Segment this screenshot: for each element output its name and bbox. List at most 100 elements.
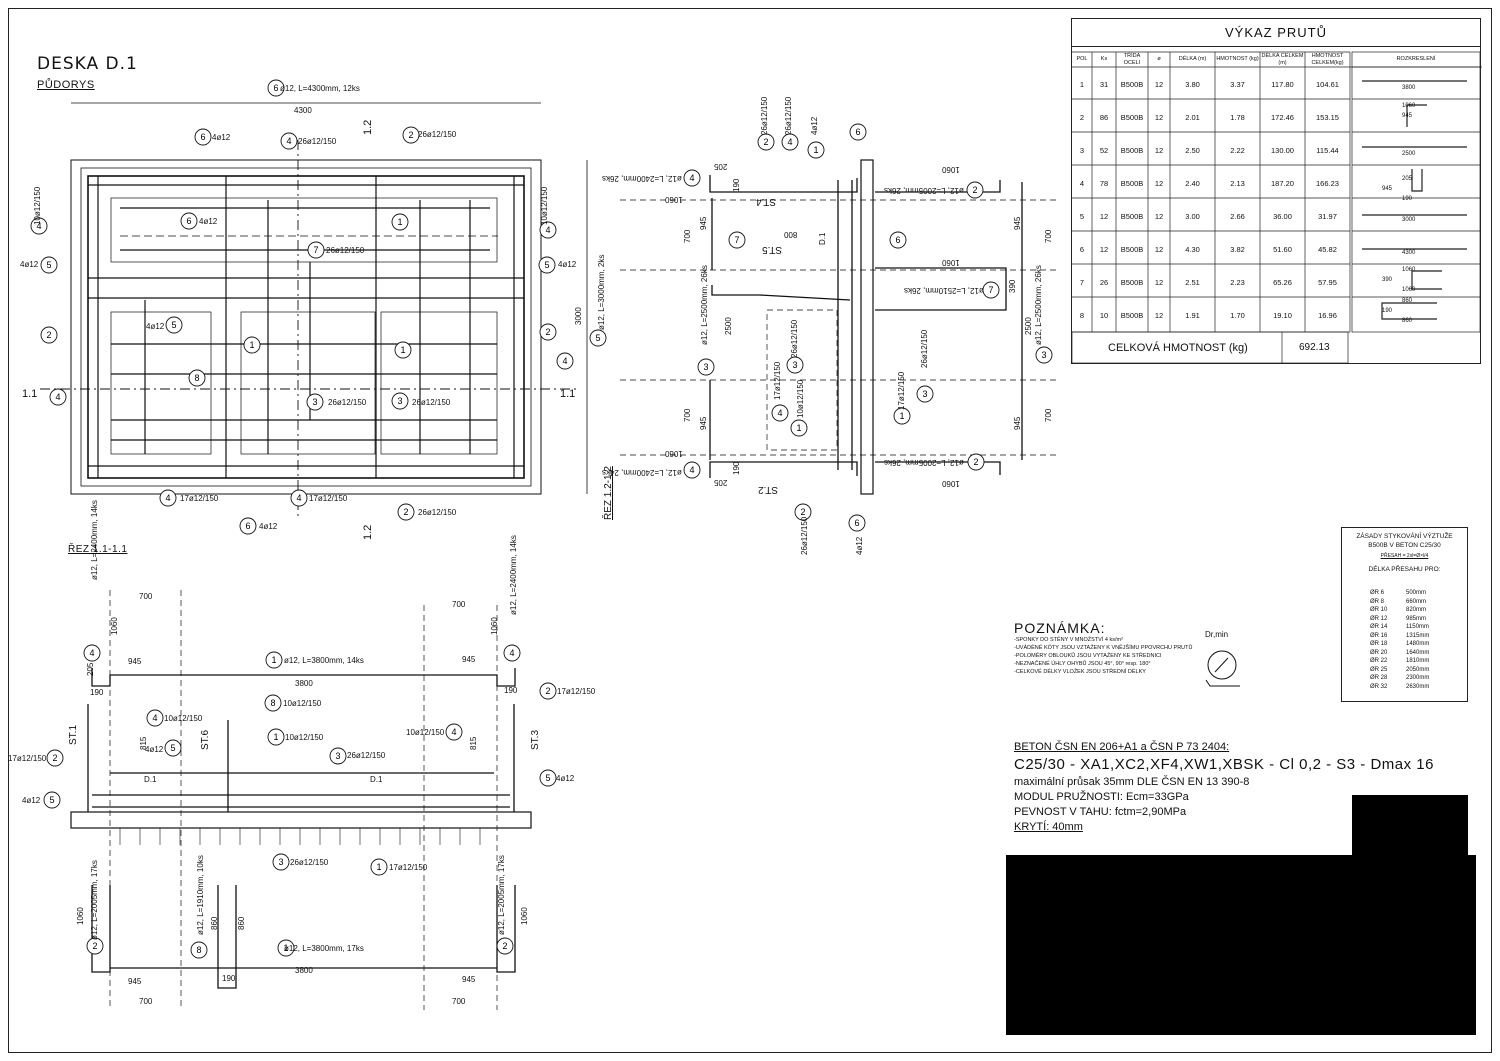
section-a-bars — [87, 668, 516, 989]
wall-label: ST.6 — [200, 729, 211, 750]
position-marker — [445, 723, 463, 741]
position-marker — [43, 791, 61, 809]
position-marker — [194, 128, 212, 146]
table-cell-ks: 31 — [1099, 80, 1109, 89]
position-marker-number: 2 — [545, 686, 550, 696]
section-b-dim: 1060 — [942, 258, 960, 267]
table-cell-tmass: 153.15 — [1316, 113, 1339, 122]
splice-diameter: ØR 8 — [1370, 598, 1385, 605]
table-cell-ks: 78 — [1099, 179, 1109, 188]
section-a-callout: 4ø12 — [556, 774, 575, 783]
table-cell-cls: B500B — [1120, 80, 1144, 89]
sketch-dim: 3800 — [1402, 85, 1416, 91]
section-b-dim: 700 — [683, 408, 692, 422]
section-b-callout: 4ø12 — [810, 116, 819, 135]
dim-1060: 1060 — [110, 617, 119, 635]
position-marker-number: 1 — [376, 862, 381, 872]
position-marker — [539, 221, 557, 239]
position-marker-number: 7 — [988, 285, 993, 295]
table-cell-len: 4.30 — [1185, 245, 1200, 254]
plan-callout: 17ø12/150 — [309, 494, 348, 503]
sketch-dim: 205 — [1402, 176, 1413, 182]
table-cell-tlen: 36.00 — [1273, 212, 1292, 221]
table-cell-mass: 2.13 — [1230, 179, 1245, 188]
table-cell-len: 2.50 — [1185, 146, 1200, 155]
section-b-dim: 700 — [683, 229, 692, 243]
position-marker-number: 5 — [545, 773, 550, 783]
position-marker — [790, 419, 808, 437]
position-marker — [496, 937, 514, 955]
section-b-dim: 700 — [1044, 408, 1053, 422]
table-cell-mass: 1.70 — [1230, 311, 1245, 320]
splice-diameter: ØR 6 — [1370, 590, 1385, 596]
dim-700: 700 — [139, 592, 153, 601]
splice-length: 1150mm — [1406, 624, 1429, 630]
position-marker — [307, 241, 325, 259]
section-a-callout: 26ø12/150 — [290, 858, 329, 867]
position-marker-number: 1 — [249, 340, 254, 350]
section-b-dim: 945 — [1013, 216, 1022, 230]
table-cell-mass: 1.78 — [1230, 113, 1245, 122]
slab-tag: D.1 — [144, 775, 157, 784]
plan-main-bars — [88, 176, 524, 478]
table-cell-len: 3.80 — [1185, 80, 1200, 89]
note-line: -UVÁDĚNÉ KÓTY JSOU VZTAŽENY K VNĚJŠÍMU P… — [1014, 645, 1193, 651]
sketch-dim: 2500 — [1402, 151, 1416, 157]
section-b-dim: 1060 — [942, 479, 960, 488]
position-marker — [771, 404, 789, 422]
position-marker — [46, 749, 64, 767]
section-b-dim: 2500 — [724, 317, 733, 335]
position-marker-number: 5 — [595, 333, 600, 343]
table-cell-tmass: 31.97 — [1318, 212, 1337, 221]
table-cell-tlen: 130.00 — [1271, 146, 1294, 155]
table-cell-pol: 2 — [1079, 113, 1085, 122]
position-marker — [786, 356, 804, 374]
splice-formula: PŘESAH = 2xl=Ø×l/4 — [1380, 553, 1429, 559]
position-marker — [306, 393, 324, 411]
sketch-dim: 1060 — [1402, 103, 1416, 109]
position-marker-number: 1 — [273, 732, 278, 742]
table-cell-ks: 86 — [1099, 113, 1109, 122]
section-b-dim: 945 — [699, 216, 708, 230]
position-marker-number: 3 — [397, 396, 402, 406]
position-marker-number: 8 — [270, 698, 275, 708]
position-marker — [391, 213, 409, 231]
splice-length: 1640mm — [1406, 649, 1430, 656]
dim-860: 860 — [237, 916, 246, 930]
position-marker — [83, 644, 101, 662]
bar-schedule-table: VÝKAZ PRUTŮ — [1071, 18, 1482, 364]
plan-callout: 4ø12 — [146, 322, 165, 331]
position-marker-number: 1 — [283, 943, 288, 953]
table-cell-d: 12 — [1154, 245, 1164, 254]
position-marker — [893, 407, 911, 425]
table-header: POL — [1076, 56, 1088, 62]
table-header: Ks — [1100, 56, 1108, 62]
plan-callout: 26ø12/150 — [326, 246, 365, 255]
position-marker-number: 5 — [170, 743, 175, 753]
drawing-sheet-border — [8, 8, 1492, 1053]
table-cell-d: 12 — [1154, 113, 1164, 122]
note-line: -NEZNAČENÉ ÚHLY OHYBŮ JSOU 45°, 90° resp… — [1014, 661, 1151, 667]
concrete-cover: KRYTÍ: 40mm — [1014, 820, 1083, 833]
table-cell-d: 12 — [1154, 278, 1164, 287]
table-cell-tmass: 16.96 — [1318, 311, 1337, 320]
section-b-callout: 17ø12/150 — [773, 361, 782, 400]
position-marker — [164, 739, 182, 757]
position-marker-number: 2 — [972, 185, 977, 195]
section-a-bar8-label: ø12, L=1910mm, 10ks — [196, 855, 205, 935]
position-marker — [539, 323, 557, 341]
position-marker — [277, 939, 295, 957]
position-marker-number: 3 — [278, 857, 283, 867]
table-cell-mass: 2.23 — [1230, 278, 1245, 287]
table-cell-mass: 3.82 — [1230, 245, 1245, 254]
position-marker-number: 6 — [855, 127, 860, 137]
dim-1060: 1060 — [76, 907, 85, 925]
table-cell-ks: 10 — [1099, 311, 1109, 320]
position-marker — [159, 489, 177, 507]
table-cell-tlen: 19.10 — [1273, 311, 1292, 320]
table-cell-d: 12 — [1154, 179, 1164, 188]
wall-label: ST.5 — [762, 244, 783, 255]
table-cell-pol: 7 — [1079, 278, 1085, 287]
section-b-slab — [860, 159, 874, 495]
bend-radius-label: Dr,min — [1205, 630, 1229, 639]
